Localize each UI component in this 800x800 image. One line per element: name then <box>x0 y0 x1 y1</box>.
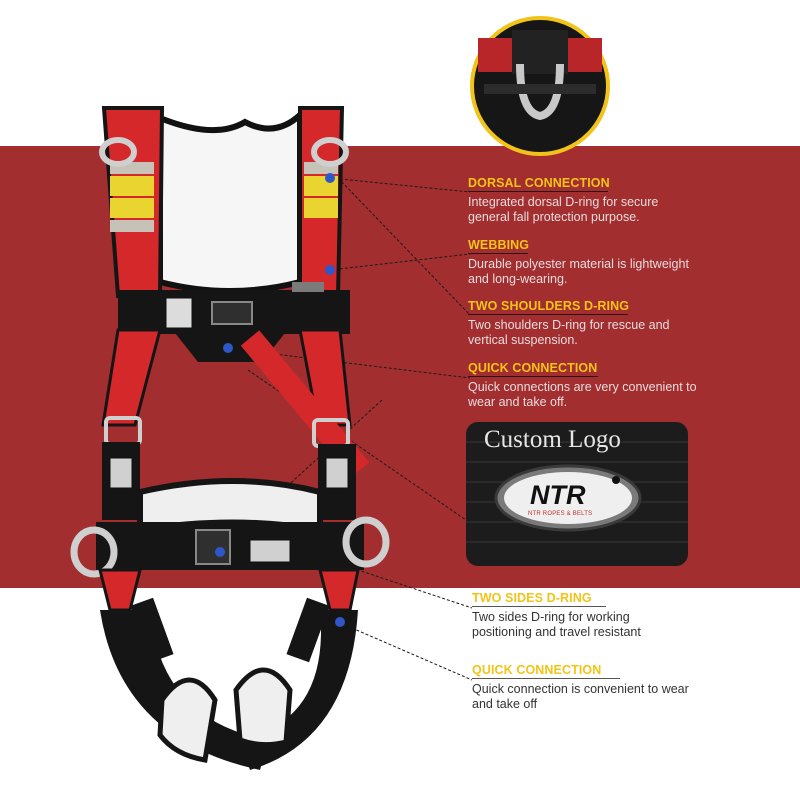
feature-description: Integrated dorsal D-ring for secure gene… <box>468 195 659 224</box>
right-shoulder-strap <box>298 106 345 298</box>
left-side-d-ring <box>70 526 118 578</box>
left-shoulder-strap <box>101 106 165 298</box>
feature-two-sides-d-ring: TWO SIDES D-RING Two sides D-ring for wo… <box>472 591 772 640</box>
right-shoulder-d-ring <box>311 137 349 167</box>
feature-title: QUICK CONNECTION <box>468 361 598 375</box>
title-underline <box>472 678 620 679</box>
title-underline <box>468 191 608 192</box>
feature-description: Two sides D-ring for working positioning… <box>472 610 641 639</box>
feature-title: TWO SIDES D-RING <box>472 591 592 605</box>
feature-two-shoulders-d-ring: TWO SHOULDERS D-RING Two shoulders D-rin… <box>468 299 768 348</box>
right-side-d-ring <box>342 516 390 568</box>
dorsal-ring-zoom <box>470 16 610 156</box>
left-torso-strap <box>101 328 162 427</box>
custom-logo-panel <box>466 422 688 566</box>
left-shoulder-d-ring <box>99 137 137 167</box>
brand-tagline: NTR ROPES & BELTS <box>528 511 593 517</box>
feature-title: WEBBING <box>468 238 530 252</box>
feature-quick-connection-leg: QUICK CONNECTION Quick connection is con… <box>472 663 772 712</box>
feature-quick-connection-chest: QUICK CONNECTION Quick connections are v… <box>468 361 768 410</box>
feature-webbing: WEBBING Durable polyester material is li… <box>468 238 768 287</box>
feature-title: DORSAL CONNECTION <box>468 176 610 190</box>
feature-description: Quick connections are very convenient to… <box>468 380 697 409</box>
title-underline <box>468 314 628 315</box>
title-underline <box>472 606 606 607</box>
feature-title: QUICK CONNECTION <box>472 663 602 677</box>
feature-description: Two shoulders D-ring for rescue and vert… <box>468 318 670 347</box>
logo-caption: Custom Logo <box>484 426 621 453</box>
feature-description: Quick connection is convenient to wear a… <box>472 682 689 711</box>
back-mesh-panel <box>157 108 303 294</box>
brand-logo-text: NTR <box>530 480 586 510</box>
feature-dorsal-connection: DORSAL CONNECTION Integrated dorsal D-ri… <box>468 176 768 225</box>
feature-description: Durable polyester material is lightweigh… <box>468 257 689 286</box>
left-leg-pad <box>100 610 268 770</box>
title-underline <box>468 253 528 254</box>
title-underline <box>468 376 598 377</box>
quick-buckle-marker <box>223 343 233 353</box>
feature-title: TWO SHOULDERS D-RING <box>468 299 630 313</box>
